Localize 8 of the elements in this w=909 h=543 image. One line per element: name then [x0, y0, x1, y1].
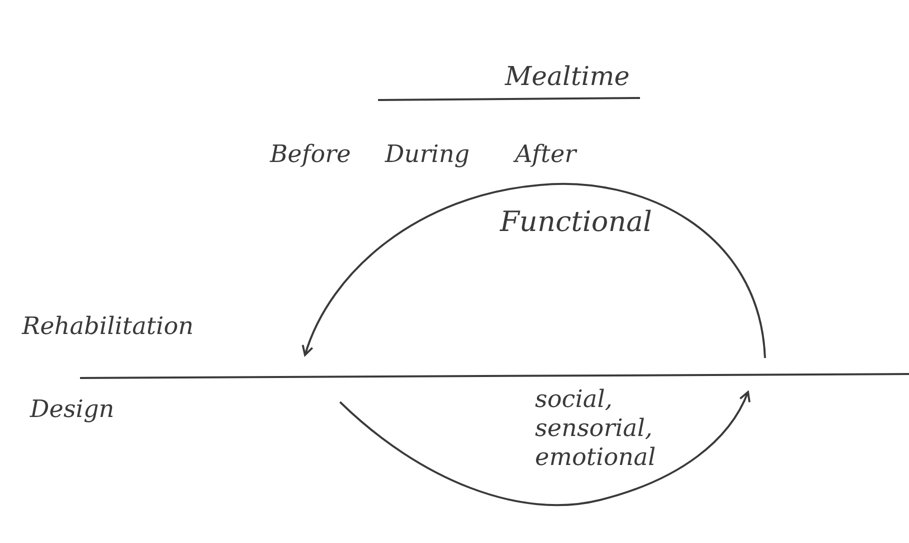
arrow-label: social, sensorial, emotional [535, 385, 657, 472]
side-label: Rehabilitation [22, 312, 194, 341]
arrow-label: Functional [500, 205, 652, 239]
phase-label: Before [270, 140, 351, 169]
side-label: Design [30, 395, 114, 424]
phase-label: During [385, 140, 470, 169]
title: Mealtime [505, 62, 630, 94]
phase-label: After [515, 140, 576, 169]
